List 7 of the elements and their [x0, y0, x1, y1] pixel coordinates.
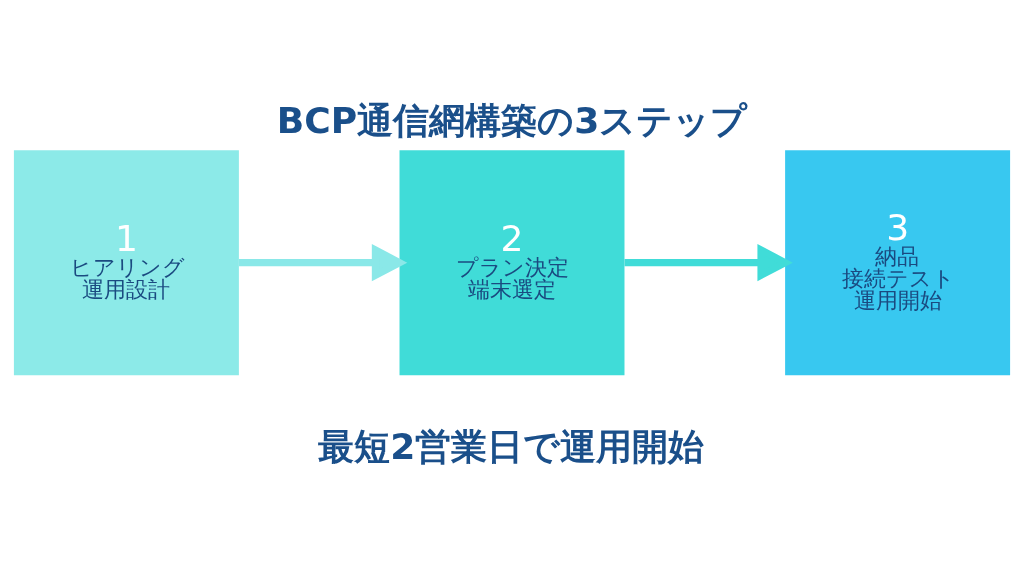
arrow [624, 243, 793, 281]
caption: 最短2営業日で運用開始 [318, 425, 705, 468]
diagram-title: BCP通信網構築の3ステップ [276, 99, 748, 142]
node-box: 3 納品 接続テスト 運用開始 [785, 149, 1011, 375]
arrow [238, 243, 408, 281]
node-box: 2 プラン決定 端末選定 [399, 149, 625, 375]
node-box: 1 ヒアリング 運用設計 [13, 149, 239, 375]
